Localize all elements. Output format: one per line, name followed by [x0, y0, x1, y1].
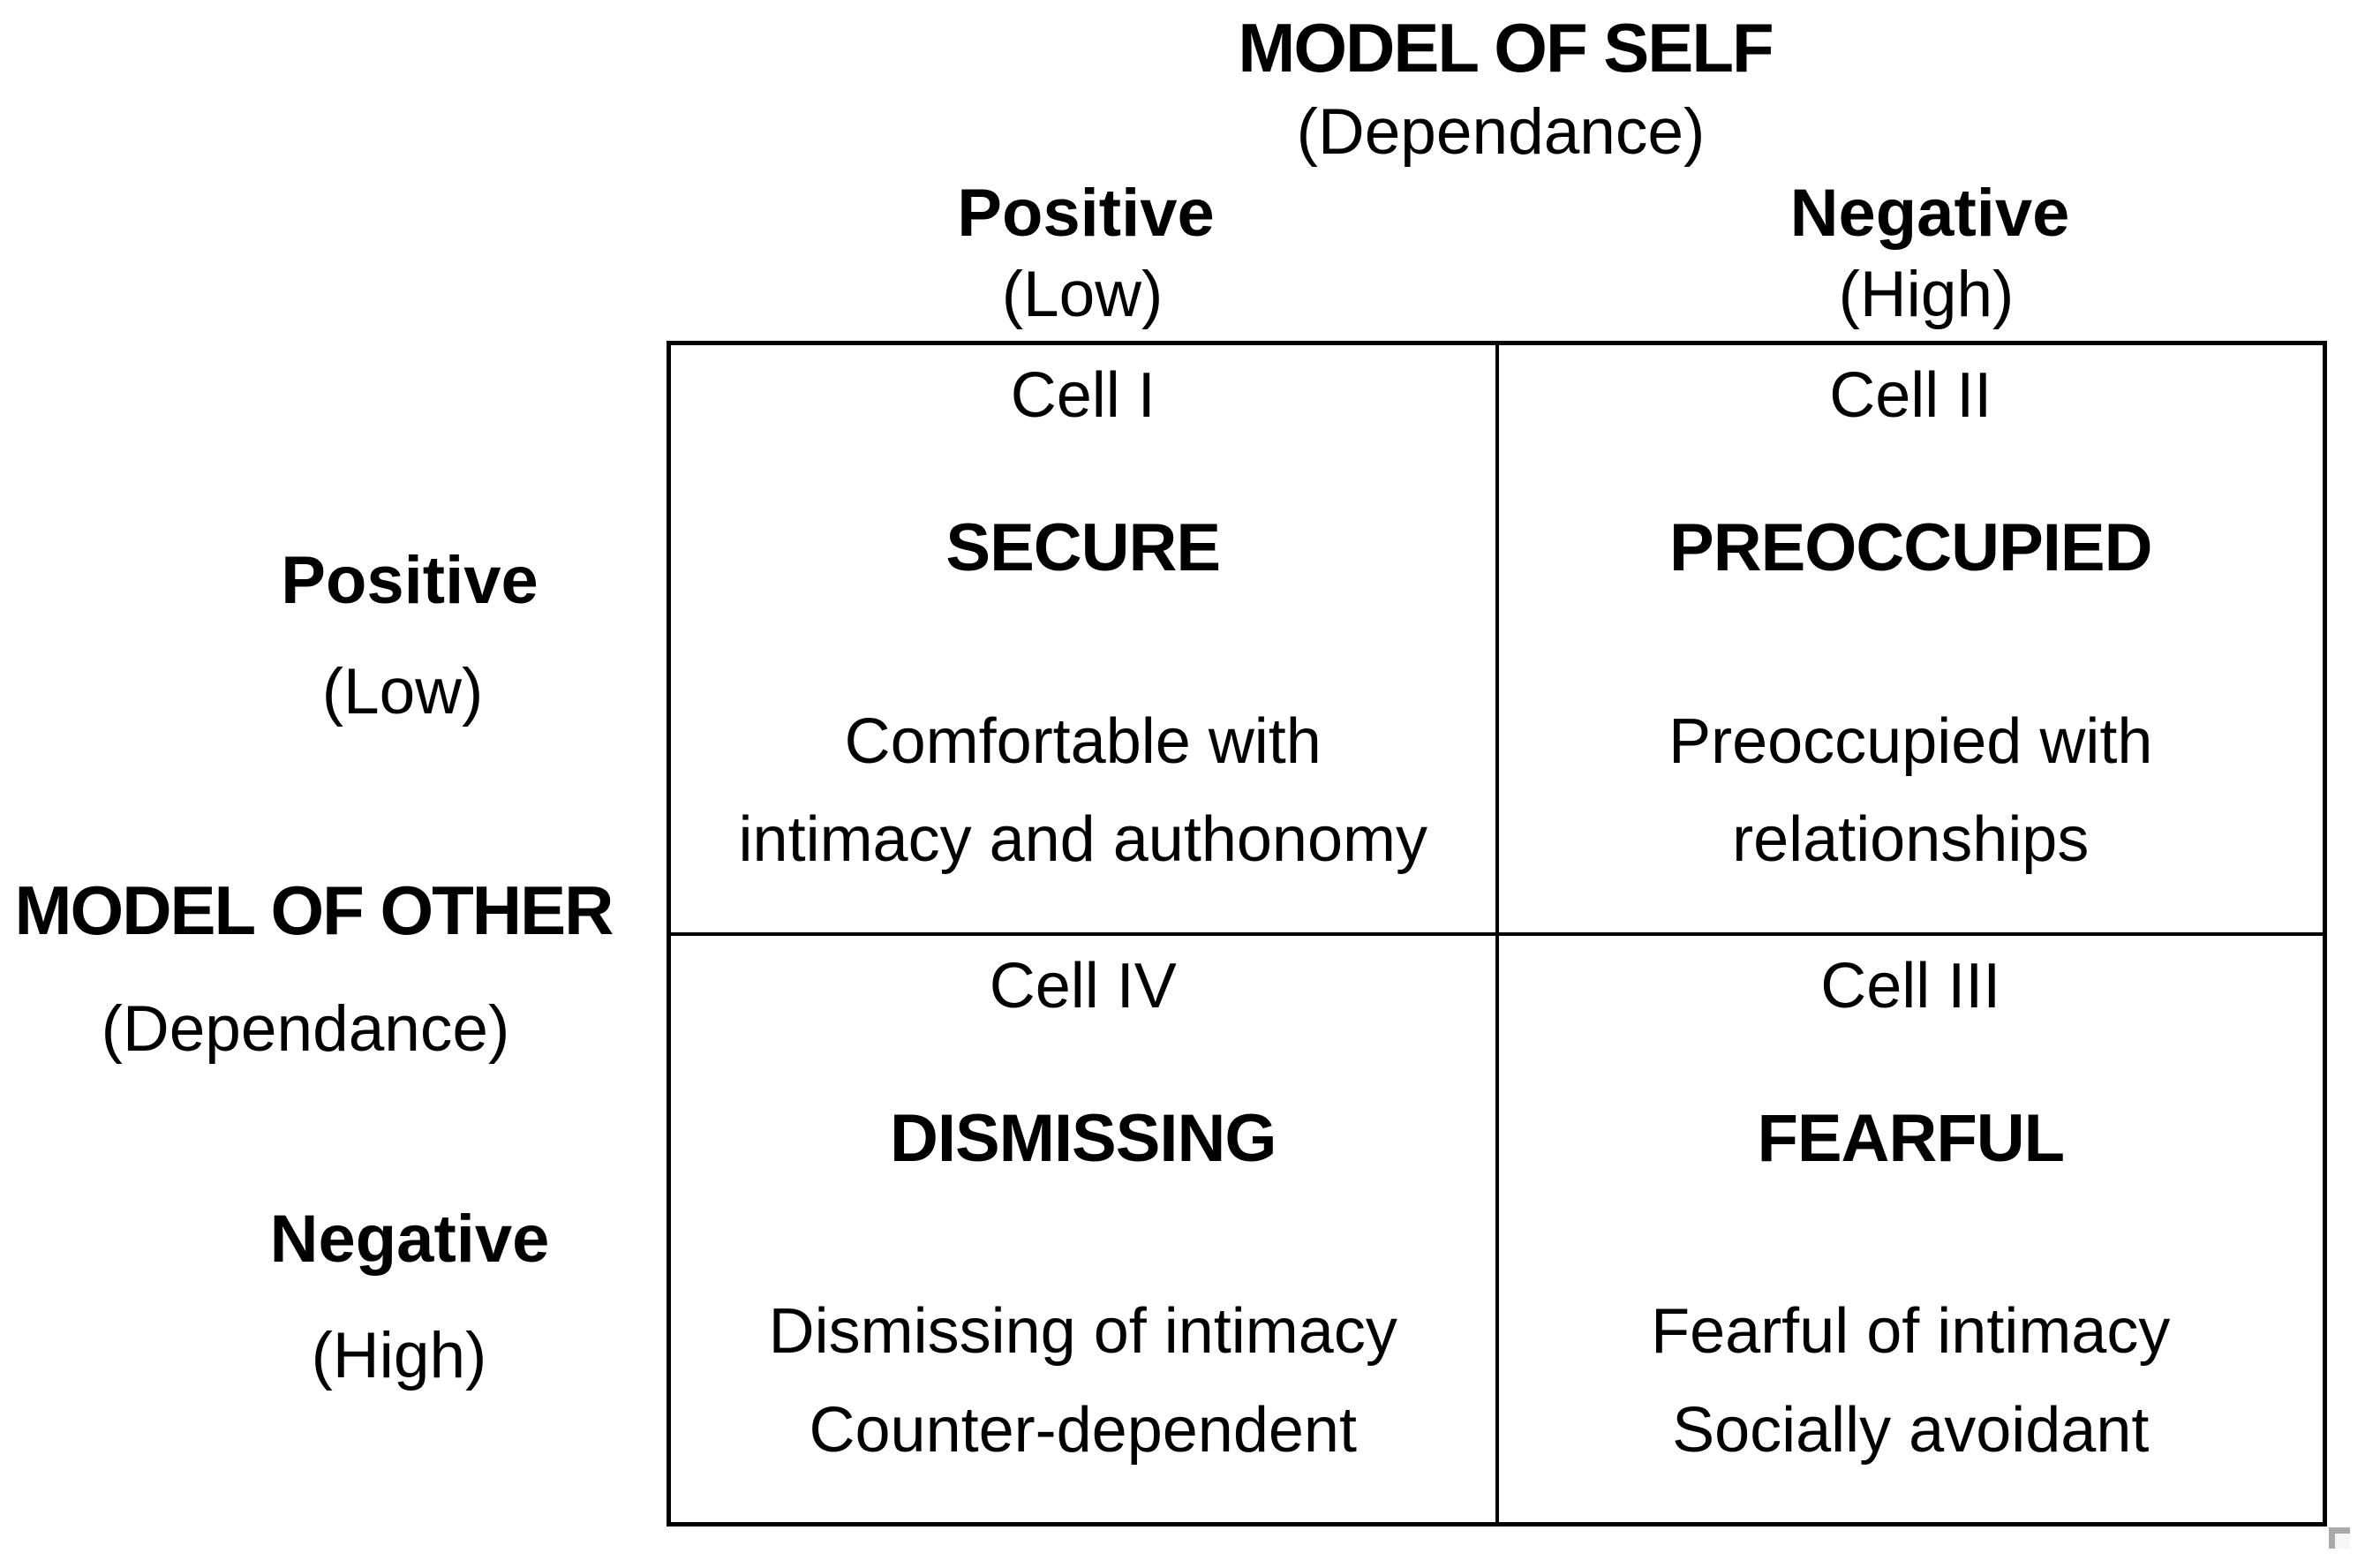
- cell-style-name: DISMISSING: [889, 1100, 1277, 1176]
- cell-description: Preoccupied with relationships: [1499, 693, 2324, 890]
- cell-style-name: PREOCCUPIED: [1669, 510, 2152, 586]
- cell-description-line: Comfortable with: [844, 705, 1322, 777]
- row-header-positive: Positive: [281, 543, 539, 618]
- cell-description-line: Counter-dependent: [809, 1394, 1357, 1466]
- left-axis-subtitle: (Dependance): [101, 993, 510, 1065]
- cell-id-label: Cell I: [1010, 360, 1156, 431]
- row-header-negative: Negative: [269, 1202, 550, 1277]
- column-header-positive: Positive: [957, 176, 1215, 251]
- cell-description-line: Dismissing of intimacy: [768, 1296, 1397, 1368]
- cell-id-label: Cell II: [1829, 360, 1992, 431]
- row-subheader-low: (Low): [321, 656, 484, 727]
- cell-fearful: Cell III FEARFUL Fearful of intimacy Soc…: [1496, 933, 2324, 1522]
- cell-description-line: Preoccupied with: [1668, 705, 2153, 777]
- cell-style-name: SECURE: [945, 510, 1221, 586]
- cell-description: Fearful of intimacy Socially avoidant: [1499, 1283, 2324, 1480]
- cell-description-line: relationships: [1732, 804, 2090, 876]
- matrix-table: Cell I SECURE Comfortable with intimacy …: [667, 341, 2327, 1527]
- cell-description-line: Socially avoidant: [1672, 1394, 2150, 1466]
- column-subheader-low: (Low): [1001, 259, 1164, 330]
- cell-id-label: Cell III: [1820, 950, 2001, 1021]
- left-axis-title: MODEL OF OTHER: [14, 871, 614, 949]
- cell-description: Comfortable with intimacy and authonomy: [671, 693, 1495, 890]
- cell-dismissing: Cell IV DISMISSING Dismissing of intimac…: [671, 933, 1497, 1522]
- cell-description-line: Fearful of intimacy: [1651, 1296, 2171, 1368]
- cell-secure: Cell I SECURE Comfortable with intimacy …: [671, 345, 1497, 934]
- column-subheader-high: (High): [1838, 259, 2015, 330]
- cell-preoccupied: Cell II PREOCCUPIED Preoccupied with rel…: [1496, 345, 2324, 934]
- cell-description-line: intimacy and authonomy: [738, 804, 1427, 876]
- cell-style-name: FEARFUL: [1757, 1100, 2065, 1176]
- cell-id-label: Cell IV: [989, 950, 1177, 1021]
- top-axis-subtitle: (Dependance): [1296, 96, 1706, 168]
- cell-description: Dismissing of intimacy Counter-dependent: [671, 1283, 1495, 1480]
- top-axis-title: MODEL OF SELF: [1238, 9, 1774, 87]
- column-header-negative: Negative: [1789, 176, 2070, 251]
- row-subheader-high: (High): [311, 1320, 487, 1391]
- corner-resize-mark: [2329, 1527, 2350, 1549]
